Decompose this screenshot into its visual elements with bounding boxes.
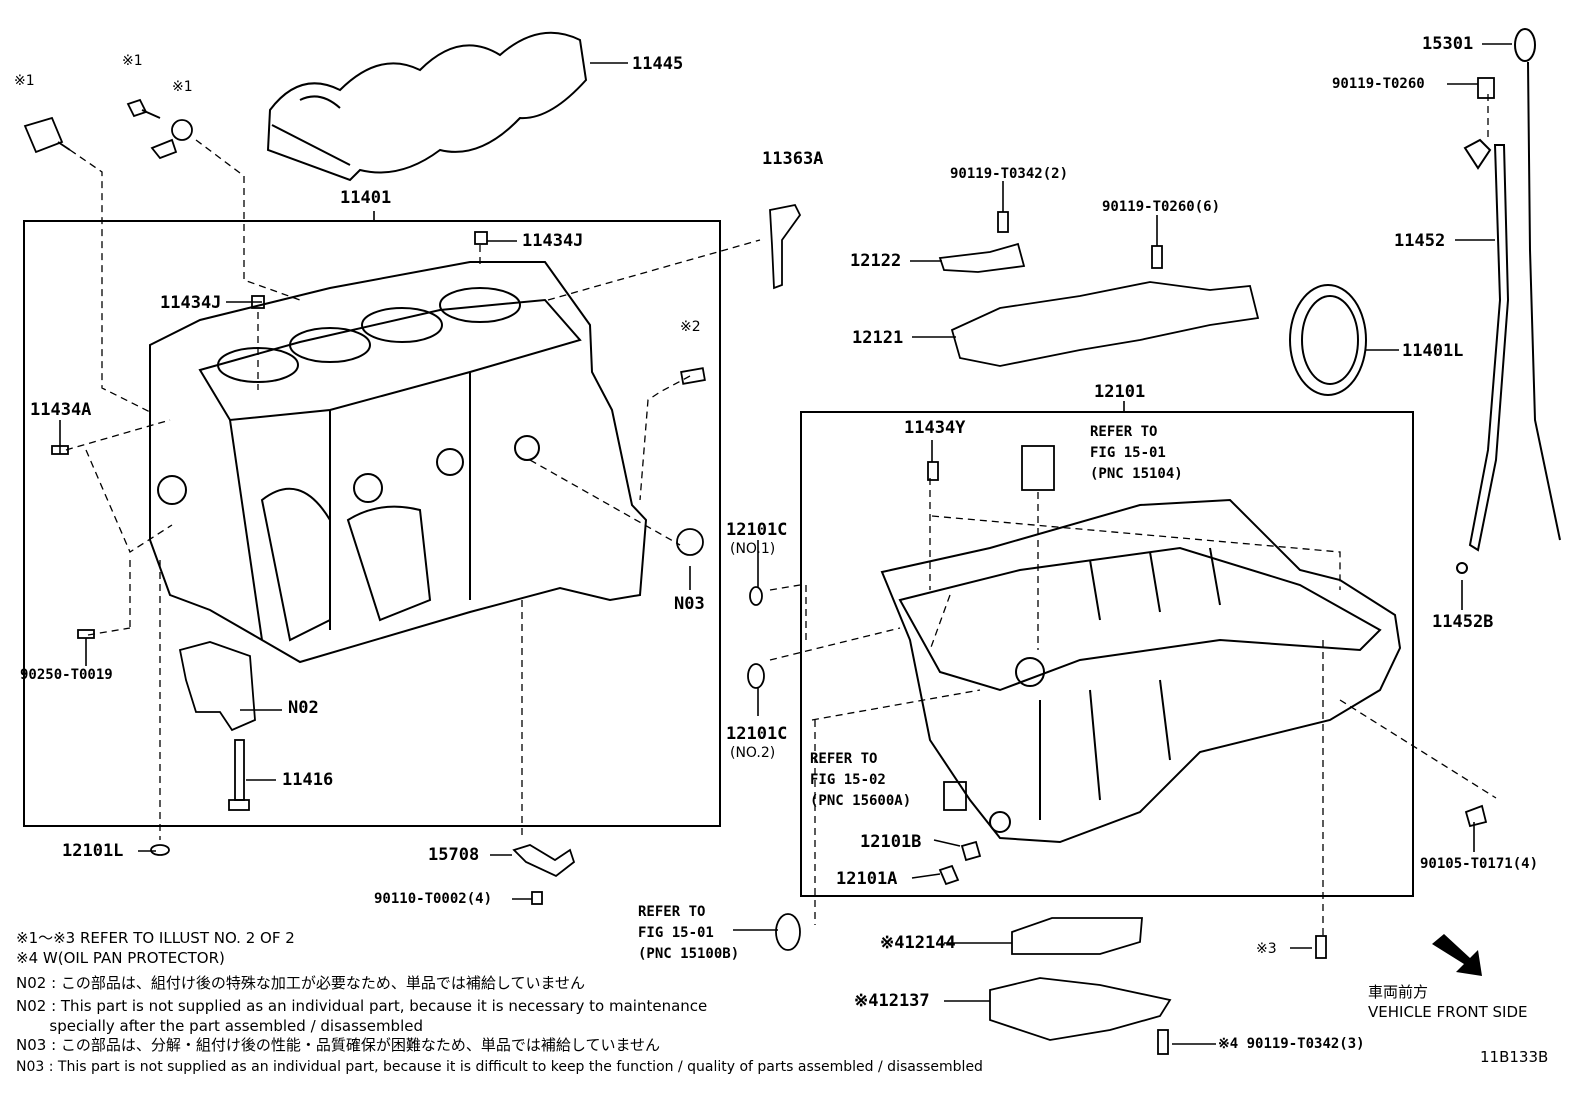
label-90250-T0019: 90250-T0019 xyxy=(20,667,113,683)
refer-fig-15-01-bottom: REFER TO FIG 15-01 (PNC 15100B) xyxy=(638,904,740,962)
oil-pan xyxy=(880,498,1402,844)
front-arrow-icon xyxy=(1432,934,1482,976)
label-11445: 11445 xyxy=(632,54,684,74)
note-line-3: N02 : この部品は、組付け後の特殊な加工が必要なため、単品では補給していませ… xyxy=(16,974,586,992)
mark-1a: ※1 xyxy=(14,73,35,89)
baffle-plates xyxy=(938,242,1260,367)
label-11452B: 11452B xyxy=(1432,612,1494,632)
refer-fig-15-02: REFER TO FIG 15-02 (PNC 15600A) xyxy=(810,751,912,809)
label-90110-T0002: 90110-T0002(4) xyxy=(374,891,493,907)
mark-2: ※2 xyxy=(680,319,701,335)
label-11434J-b: 11434J xyxy=(160,293,222,313)
note-line-1: ※1～※3 REFER TO ILLUST NO. 2 OF 2 xyxy=(16,929,295,947)
label-90119-T0342-3: ※4 90119-T0342(3) xyxy=(1218,1036,1365,1052)
label-N03: N03 xyxy=(674,594,705,614)
label-11434A: 11434A xyxy=(30,400,92,420)
label-12122: 12122 xyxy=(850,251,902,271)
label-90119-T0260-6: 90119-T0260(6) xyxy=(1102,199,1221,215)
dipstick xyxy=(1456,28,1561,574)
label-15708: 15708 xyxy=(428,845,480,865)
label-11401L: 11401L xyxy=(1402,341,1464,361)
oil-seal-11401L xyxy=(1289,284,1367,396)
label-12101C-no2-sub: (NO.2) xyxy=(730,745,776,761)
mark-3: ※3 xyxy=(1256,941,1277,957)
note-line-2: ※4 W(OIL PAN PROTECTOR) xyxy=(16,949,225,967)
dashed-lines xyxy=(65,94,1497,938)
label-11434Y: 11434Y xyxy=(904,418,966,438)
label-90119-T0342-2: 90119-T0342(2) xyxy=(950,166,1069,182)
label-90105-T0171: 90105-T0171(4) xyxy=(1420,856,1539,872)
direction-jp: 車両前方 xyxy=(1368,983,1429,1001)
note-line-6: N03 : この部品は、分解・組付け後の性能・品質確保が困難なため、単品では補給… xyxy=(16,1036,661,1054)
leader-lines xyxy=(59,43,1512,1045)
small-parts xyxy=(23,77,1495,1055)
oil-pan-frame xyxy=(800,411,1414,897)
mark-1b: ※1 xyxy=(122,53,143,69)
label-11401: 11401 xyxy=(340,188,392,208)
note-line-4: N02 : This part is not supplied as an in… xyxy=(16,997,708,1015)
label-11434J-a: 11434J xyxy=(522,231,584,251)
label-11416: 11416 xyxy=(282,770,334,790)
label-11363A: 11363A xyxy=(762,149,824,169)
refer-fig-15-01-top: REFER TO FIG 15-01 (PNC 15104) xyxy=(1090,424,1183,482)
label-15301: 15301 xyxy=(1422,34,1474,54)
label-11452: 11452 xyxy=(1394,231,1446,251)
label-12101B: 12101B xyxy=(860,832,922,852)
direction-en: VEHICLE FRONT SIDE xyxy=(1368,1003,1528,1021)
label-12101: 12101 xyxy=(1094,382,1146,402)
cylinder-block xyxy=(149,261,648,664)
gasket-11445 xyxy=(266,31,588,182)
label-12121: 12121 xyxy=(852,328,904,348)
figure-id: 11B133B xyxy=(1480,1048,1549,1066)
label-12101C-no1-sub: (NO.1) xyxy=(730,541,776,557)
label-12101L: 12101L xyxy=(62,841,124,861)
note-line-7: N03 : This part is not supplied as an in… xyxy=(16,1059,983,1075)
label-12144: ※412144 xyxy=(880,933,956,953)
label-12101C-no1: 12101C xyxy=(726,520,788,540)
label-N02: N02 xyxy=(288,698,319,718)
mark-1c: ※1 xyxy=(172,79,193,95)
note-line-5: specially after the part assembled / dis… xyxy=(16,1017,423,1035)
cylinder-block-frame xyxy=(23,220,721,827)
label-12101C-no2: 12101C xyxy=(726,724,788,744)
label-12101A: 12101A xyxy=(836,869,898,889)
label-90119-T0260: 90119-T0260 xyxy=(1332,76,1425,92)
label-12137: ※412137 xyxy=(854,991,930,1011)
